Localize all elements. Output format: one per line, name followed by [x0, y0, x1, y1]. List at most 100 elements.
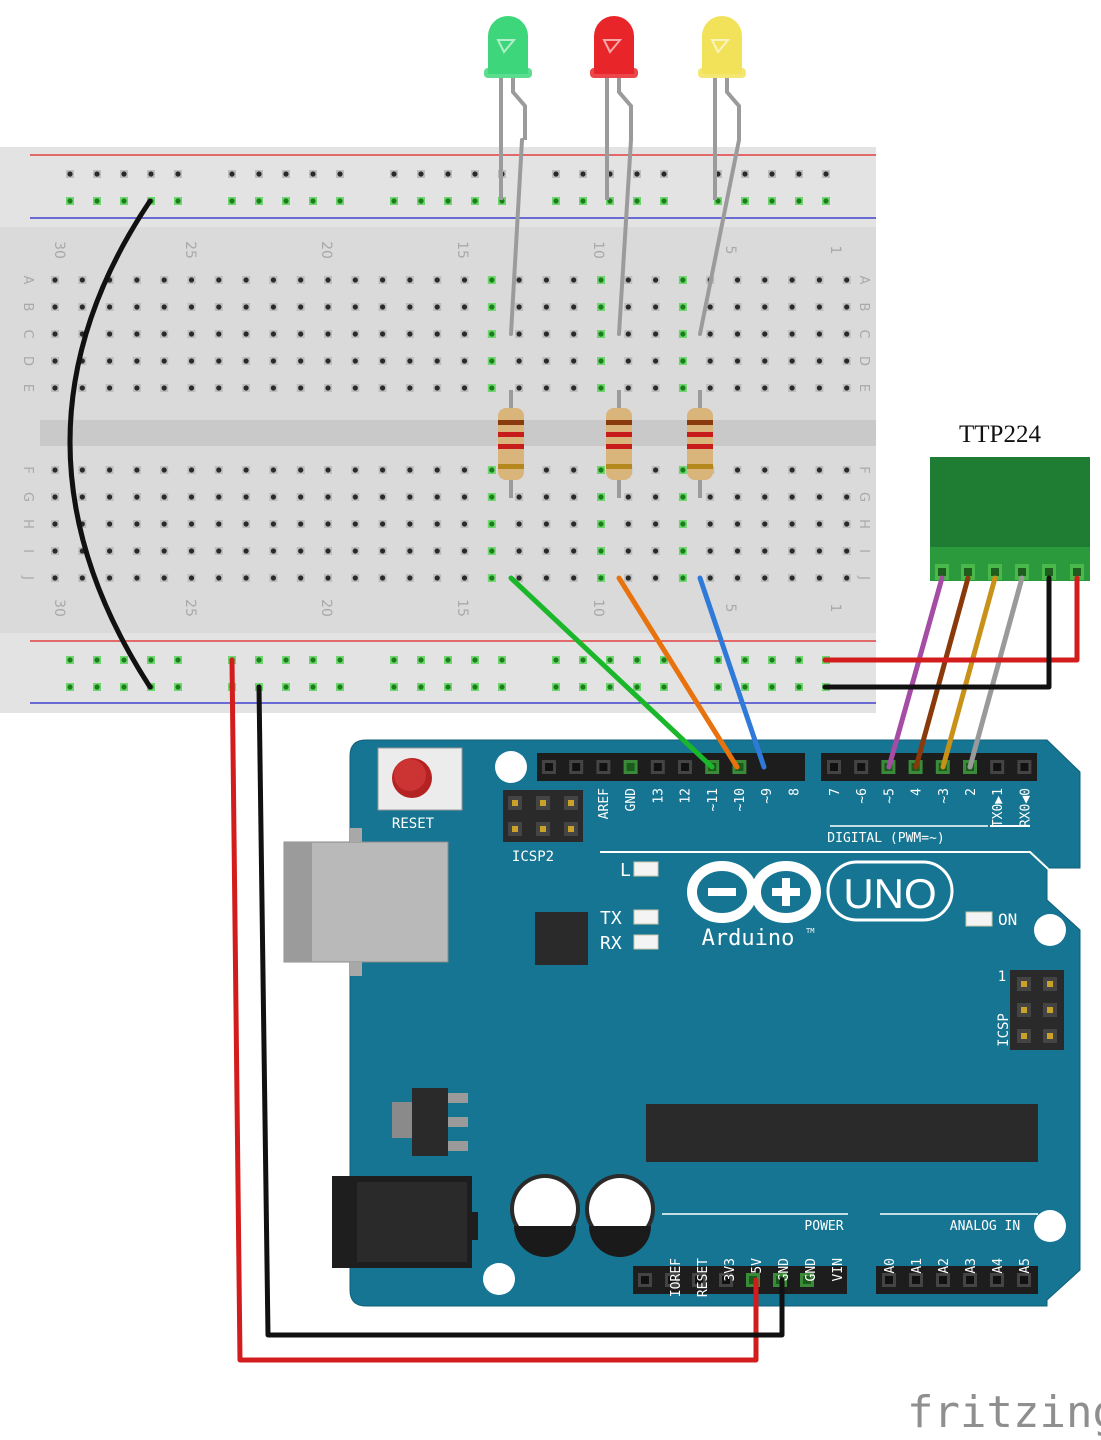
pin-label: 2 [964, 788, 979, 796]
wire-brown-pin4 [913, 575, 971, 770]
digital-header-right [821, 753, 1037, 781]
wires [67, 138, 1080, 1363]
wire-red-5v [229, 657, 759, 1363]
fritzing-watermark: fritzing [907, 1387, 1101, 1438]
column-number: 30 [51, 241, 67, 259]
pin-label: A2 [937, 1258, 952, 1274]
breadboard-center-channel [40, 420, 876, 446]
wire-orange-pin10 [616, 575, 740, 770]
uno-badge [826, 860, 954, 922]
row-letter: H [20, 519, 35, 529]
uno-label: UNO [843, 870, 936, 917]
pin-label: GND [777, 1258, 792, 1282]
column-number: 15 [454, 599, 470, 617]
capacitor-2 [585, 1174, 655, 1257]
pin-label: 7 [828, 788, 843, 796]
pin-label: ~3 [937, 788, 952, 804]
pin-label: AREF [597, 788, 612, 819]
pin-label: GND [804, 1258, 819, 1282]
row-letter: I [856, 549, 871, 553]
row-letter: A [856, 276, 871, 285]
led-green-lead [509, 138, 524, 336]
pin-label: 8 [787, 788, 802, 796]
pin-label: 4 [910, 788, 925, 796]
led-tx-indicator: TX [600, 908, 659, 929]
column-number: 1 [827, 246, 843, 255]
pin-label: A1 [910, 1258, 925, 1274]
row-letter: B [856, 303, 871, 312]
wire-black-gnd [256, 684, 785, 1338]
capacitor-1 [510, 1174, 580, 1257]
pin-label: ~5 [882, 788, 897, 804]
pin-label: ~6 [855, 788, 870, 804]
column-number: 10 [590, 241, 606, 259]
icsp-label: ICSP [996, 1013, 1012, 1047]
wire-red-sensor-vcc [822, 575, 1080, 663]
wire-green-pin11 [508, 575, 715, 770]
wire-black-rail-jumper [67, 198, 153, 690]
pin-label: 13 [651, 788, 666, 804]
pin-label: A5 [1018, 1258, 1033, 1274]
led-yellow-lead [698, 138, 741, 336]
led-rx-indicator: RX [600, 933, 659, 954]
column-number: 10 [590, 599, 606, 617]
resistor-3 [687, 390, 713, 498]
arduino-brand: Arduino [702, 926, 795, 951]
sensor-label: TTP224 [959, 421, 1041, 448]
pin-label: ~10 [733, 788, 748, 811]
wire-blue-pin9 [697, 575, 767, 770]
svg-text:TX: TX [600, 908, 622, 929]
pin-label: 12 [679, 788, 694, 804]
resistor-1 [498, 390, 524, 498]
analog-header [876, 1266, 1038, 1294]
row-letter: A [20, 276, 35, 285]
pin-label: GND [624, 788, 639, 812]
svg-text:1: 1 [998, 969, 1006, 985]
row-letter: E [856, 384, 871, 392]
pin-label: VIN [831, 1258, 846, 1281]
wire-purple-pin5 [886, 575, 945, 770]
row-letter: D [856, 356, 871, 366]
ttp224-touch-sensor: TTP224 [930, 421, 1090, 581]
led-red [590, 16, 638, 200]
column-number: 5 [722, 604, 738, 613]
power-label: POWER [804, 1219, 843, 1234]
pin-label: IOREF [669, 1258, 684, 1297]
wire-gold-pin3 [940, 575, 998, 770]
row-letter: G [20, 492, 35, 502]
led-l-indicator: L [620, 860, 659, 881]
column-number: 30 [51, 599, 67, 617]
voltage-regulator [392, 1088, 468, 1156]
pin-label: 3V3 [723, 1258, 738, 1281]
digital-label: DIGITAL (PWM=~) [827, 831, 944, 846]
pin-label: TX0▶1 [991, 788, 1006, 827]
row-letter: H [856, 519, 871, 529]
icsp2-label: ICSP2 [512, 849, 554, 865]
column-number: 5 [722, 246, 738, 255]
row-letter: J [856, 575, 871, 580]
pin-label: ~11 [706, 788, 721, 811]
row-letter: B [20, 303, 35, 312]
pin-label: A0 [883, 1258, 898, 1274]
column-number: 15 [454, 241, 470, 259]
pin-label: RESET [696, 1258, 711, 1297]
pin-label: A3 [964, 1258, 979, 1274]
pin-label: ~9 [760, 788, 775, 804]
power-jack [332, 1176, 478, 1268]
analog-label: ANALOG IN [950, 1219, 1020, 1234]
icsp-header: 1 ICSP [996, 969, 1064, 1050]
column-number: 25 [182, 599, 198, 617]
led-on-indicator: ON [965, 910, 1017, 929]
led-red-lead [617, 138, 633, 336]
pin-label: A4 [991, 1258, 1006, 1274]
svg-text:RX: RX [600, 933, 622, 954]
led-green [484, 16, 532, 200]
breadboard-holes [51, 170, 851, 691]
row-letter: D [20, 356, 35, 366]
row-letter: C [856, 329, 871, 338]
resistors [498, 390, 713, 498]
row-letter: F [20, 466, 35, 473]
